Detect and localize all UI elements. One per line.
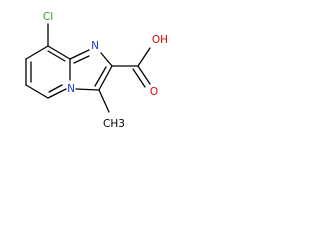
atom-label-chlorine: Cl (43, 11, 53, 23)
bond-ccooh-o-double (132, 68, 146, 88)
bond-c5-n4 (47, 88, 67, 99)
atom-label-carbonyl-oxygen: O (150, 86, 158, 98)
bond-c6-c5 (25, 84, 49, 99)
bond-c8a-c8 (47, 45, 71, 60)
bond-n1-c2 (100, 52, 113, 67)
structure-svg: Cl N N OH O CH3 (25, 11, 168, 130)
bond-c5-n4-double (48, 84, 63, 93)
bond-c8a-n1-double (73, 55, 90, 64)
bond-c8a-n1 (69, 49, 90, 60)
molecule-diagram: Cl N N OH O CH3 (0, 0, 177, 144)
bond-c3-ch3 (98, 89, 110, 113)
bond-c8a-c8-double (47, 50, 66, 62)
bond-ccooh-o (137, 65, 151, 85)
atom-label-hydroxyl: OH (152, 34, 168, 46)
atom-label-bridge-nitrogen: N (67, 83, 75, 95)
bond-c2-c3-double (94, 66, 107, 87)
bond-c8-c7 (25, 45, 49, 60)
bond-c2-c3 (98, 65, 113, 91)
bond-ccooh-oh (137, 47, 151, 67)
atom-label-ring-nitrogen: N (91, 40, 99, 52)
bond-c3-n4 (75, 88, 100, 91)
atom-label-methyl: CH3 (103, 118, 125, 130)
